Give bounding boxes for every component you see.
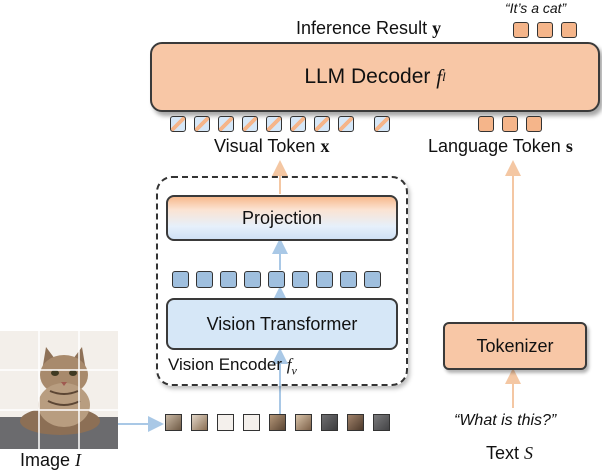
vit-token — [220, 271, 237, 288]
visual-token — [374, 116, 390, 132]
visual-token — [218, 116, 234, 132]
vit-token — [196, 271, 213, 288]
visual-token — [338, 116, 354, 132]
image-text: Image — [20, 450, 71, 470]
vision-encoder-subscript: v — [291, 363, 297, 378]
text-text: Text — [486, 443, 520, 463]
output-token — [561, 22, 577, 38]
image-patch — [243, 414, 260, 431]
vision-transformer-label: Vision Transformer — [206, 313, 358, 334]
language-token — [478, 116, 494, 132]
language-token — [526, 116, 542, 132]
visual-token — [290, 116, 306, 132]
inference-output-text: “It’s a cat” — [505, 0, 567, 16]
cat-image — [0, 331, 118, 449]
inference-result-label: Inference Result y — [296, 18, 441, 39]
projection-label: Projection — [241, 207, 323, 228]
visual-token-label: Visual Token x — [214, 136, 329, 157]
vit-token — [268, 271, 285, 288]
tokenizer-label: Tokenizer — [476, 335, 554, 356]
language-token-text: Language Token — [428, 136, 561, 156]
output-token — [537, 22, 553, 38]
language-token-label: Language Token s — [428, 136, 573, 157]
visual-token — [194, 116, 210, 132]
visual-token — [266, 116, 282, 132]
language-token-symbol: s — [565, 136, 573, 156]
vision-encoder-symbol: f — [286, 355, 292, 374]
image-patch — [269, 414, 286, 431]
text-query: “What is this?” — [454, 412, 557, 429]
tokenizer-block: Tokenizer — [443, 322, 587, 370]
language-token — [502, 116, 518, 132]
vision-encoder-label: Vision Encoder fv — [168, 355, 297, 378]
vision-transformer-block: Vision Transformer — [166, 298, 398, 350]
text-label: Text S — [486, 443, 533, 464]
input-image — [0, 331, 118, 449]
projection-block: Projection — [166, 195, 398, 241]
llm-decoder-symbol: f — [436, 64, 443, 89]
vit-token — [244, 271, 261, 288]
image-patch — [191, 414, 208, 431]
llm-decoder-subscript: l — [442, 69, 446, 84]
vision-encoder-box — [156, 176, 408, 386]
visual-token — [242, 116, 258, 132]
visual-token — [314, 116, 330, 132]
image-symbol: I — [75, 450, 82, 470]
vit-token — [364, 271, 381, 288]
image-patch — [321, 414, 338, 431]
inference-result-symbol: y — [432, 18, 442, 38]
visual-token — [170, 116, 186, 132]
vit-token — [172, 271, 189, 288]
vision-encoder-text: Vision Encoder — [168, 355, 283, 374]
llm-decoder-label: LLM Decoder — [304, 65, 431, 88]
visual-token-text: Visual Token — [214, 136, 316, 156]
vit-token — [340, 271, 357, 288]
image-patch — [373, 414, 390, 431]
vit-token — [316, 271, 333, 288]
image-patch — [295, 414, 312, 431]
text-symbol: S — [524, 443, 534, 463]
output-token — [513, 22, 529, 38]
visual-token-symbol: x — [320, 136, 330, 156]
image-patch — [217, 414, 234, 431]
inference-result-text: Inference Result — [296, 18, 428, 38]
image-label: Image I — [20, 450, 81, 471]
image-patch — [165, 414, 182, 431]
vit-token — [292, 271, 309, 288]
image-patch — [347, 414, 364, 431]
